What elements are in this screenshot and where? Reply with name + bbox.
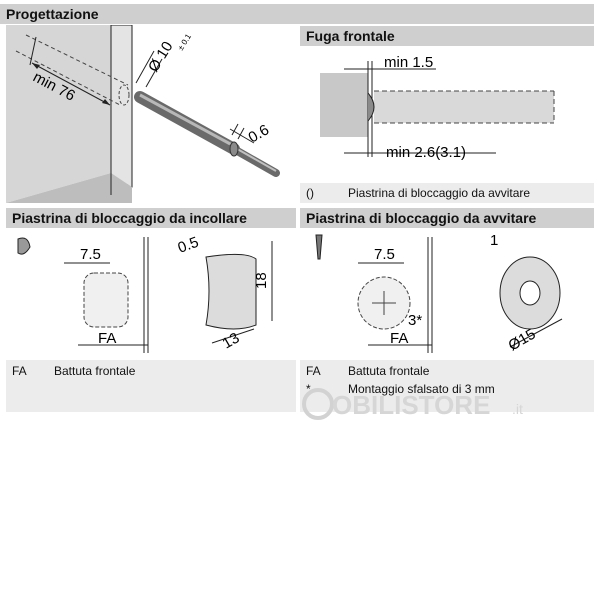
design-drawing: min 76 Ø 10 ± 0.1 0.6: [6, 25, 280, 203]
design-title: Progettazione: [6, 6, 99, 22]
screw-plate-header: Piastrina di bloccaggio da avvitare: [300, 208, 594, 228]
glue-icon: [17, 237, 31, 255]
dim-label-06: 0.6: [246, 121, 273, 146]
front-gap-title: Fuga frontale: [306, 28, 395, 44]
dim-label-min15: min 1.5: [384, 54, 433, 71]
push-rod-tip: [228, 144, 280, 177]
screw-dim-15: Ø15: [506, 326, 539, 355]
glue-dim-FA: FA: [98, 330, 116, 347]
screw-plate-legend: FA Battuta frontale * Montaggio sfalsato…: [300, 360, 594, 412]
screw-plate-drawing: 7.5 3* FA 1 Ø15: [315, 232, 563, 355]
dim-label-tolerance: ± 0.1: [176, 32, 193, 52]
screw-dim-3star: 3*: [408, 312, 422, 329]
glue-dim-13: 13: [220, 329, 243, 352]
dim-label-diameter: Ø 10: [145, 39, 177, 76]
glue-plate-legend: FA Battuta frontale: [6, 360, 296, 412]
push-rod-body: [134, 91, 240, 155]
glue-plate-shape: [205, 253, 257, 330]
gap-side-wall: [320, 73, 368, 137]
watermark-logo: OBILISTORE .it: [302, 388, 523, 420]
glue-plate-header: Piastrina di bloccaggio da incollare: [6, 208, 296, 228]
screw-plate-legend-row-2: * Montaggio sfalsato di 3 mm: [306, 382, 495, 396]
screw-plate-title: Piastrina di bloccaggio da avvitare: [306, 210, 537, 226]
dim-line-min76: [31, 62, 111, 106]
screw-dim-FA: FA: [390, 330, 408, 347]
glue-plate-panel: 7.5 FA 0.5 18 13: [6, 229, 296, 357]
glue-plate-title: Piastrina di bloccaggio da incollare: [12, 210, 247, 226]
screw-icon: [315, 234, 323, 260]
front-gap-header: Fuga frontale: [300, 26, 594, 46]
glue-plate-outline: [83, 272, 129, 328]
drill-line-bottom: [15, 50, 121, 106]
screw-plate-panel: 7.5 3* FA 1 Ø15: [300, 229, 594, 357]
screw-plate-legend-row-1: FA Battuta frontale: [306, 364, 430, 378]
drill-hole: [118, 84, 130, 106]
glue-dim-18: 18: [253, 272, 270, 289]
design-panel: min 76 Ø 10 ± 0.1 0.6: [6, 25, 296, 203]
front-gap-legend: () Piastrina di bloccaggio da avvitare: [300, 183, 594, 203]
glue-dim-75: 7.5: [80, 246, 101, 263]
watermark-suffix: .it: [512, 401, 523, 417]
design-header: Progettazione: [0, 4, 594, 24]
gap-rod: [374, 91, 554, 123]
screw-dim-1: 1: [490, 232, 498, 249]
front-gap-panel: min 1.5 min 2.6(3.1): [300, 47, 594, 180]
cabinet-side: [6, 25, 111, 203]
drill-line-top: [25, 34, 129, 86]
glue-dim-05: 0.5: [176, 234, 201, 257]
dim-label-min26: min 2.6(3.1): [386, 144, 466, 161]
glue-plate-drawing: 7.5 FA 0.5 18 13: [17, 234, 273, 353]
watermark-brand: OBILISTORE: [332, 390, 490, 420]
glue-plate-legend-row: FA Battuta frontale: [12, 364, 136, 378]
cabinet-front-edge: [110, 25, 133, 196]
cabinet-bottom: [6, 173, 132, 203]
front-gap-legend-row: () Piastrina di bloccaggio da avvitare: [306, 186, 531, 200]
screw-dim-75: 7.5: [374, 246, 395, 263]
push-rod-collar: [229, 141, 239, 157]
front-gap-drawing: min 1.5 min 2.6(3.1): [320, 54, 555, 161]
